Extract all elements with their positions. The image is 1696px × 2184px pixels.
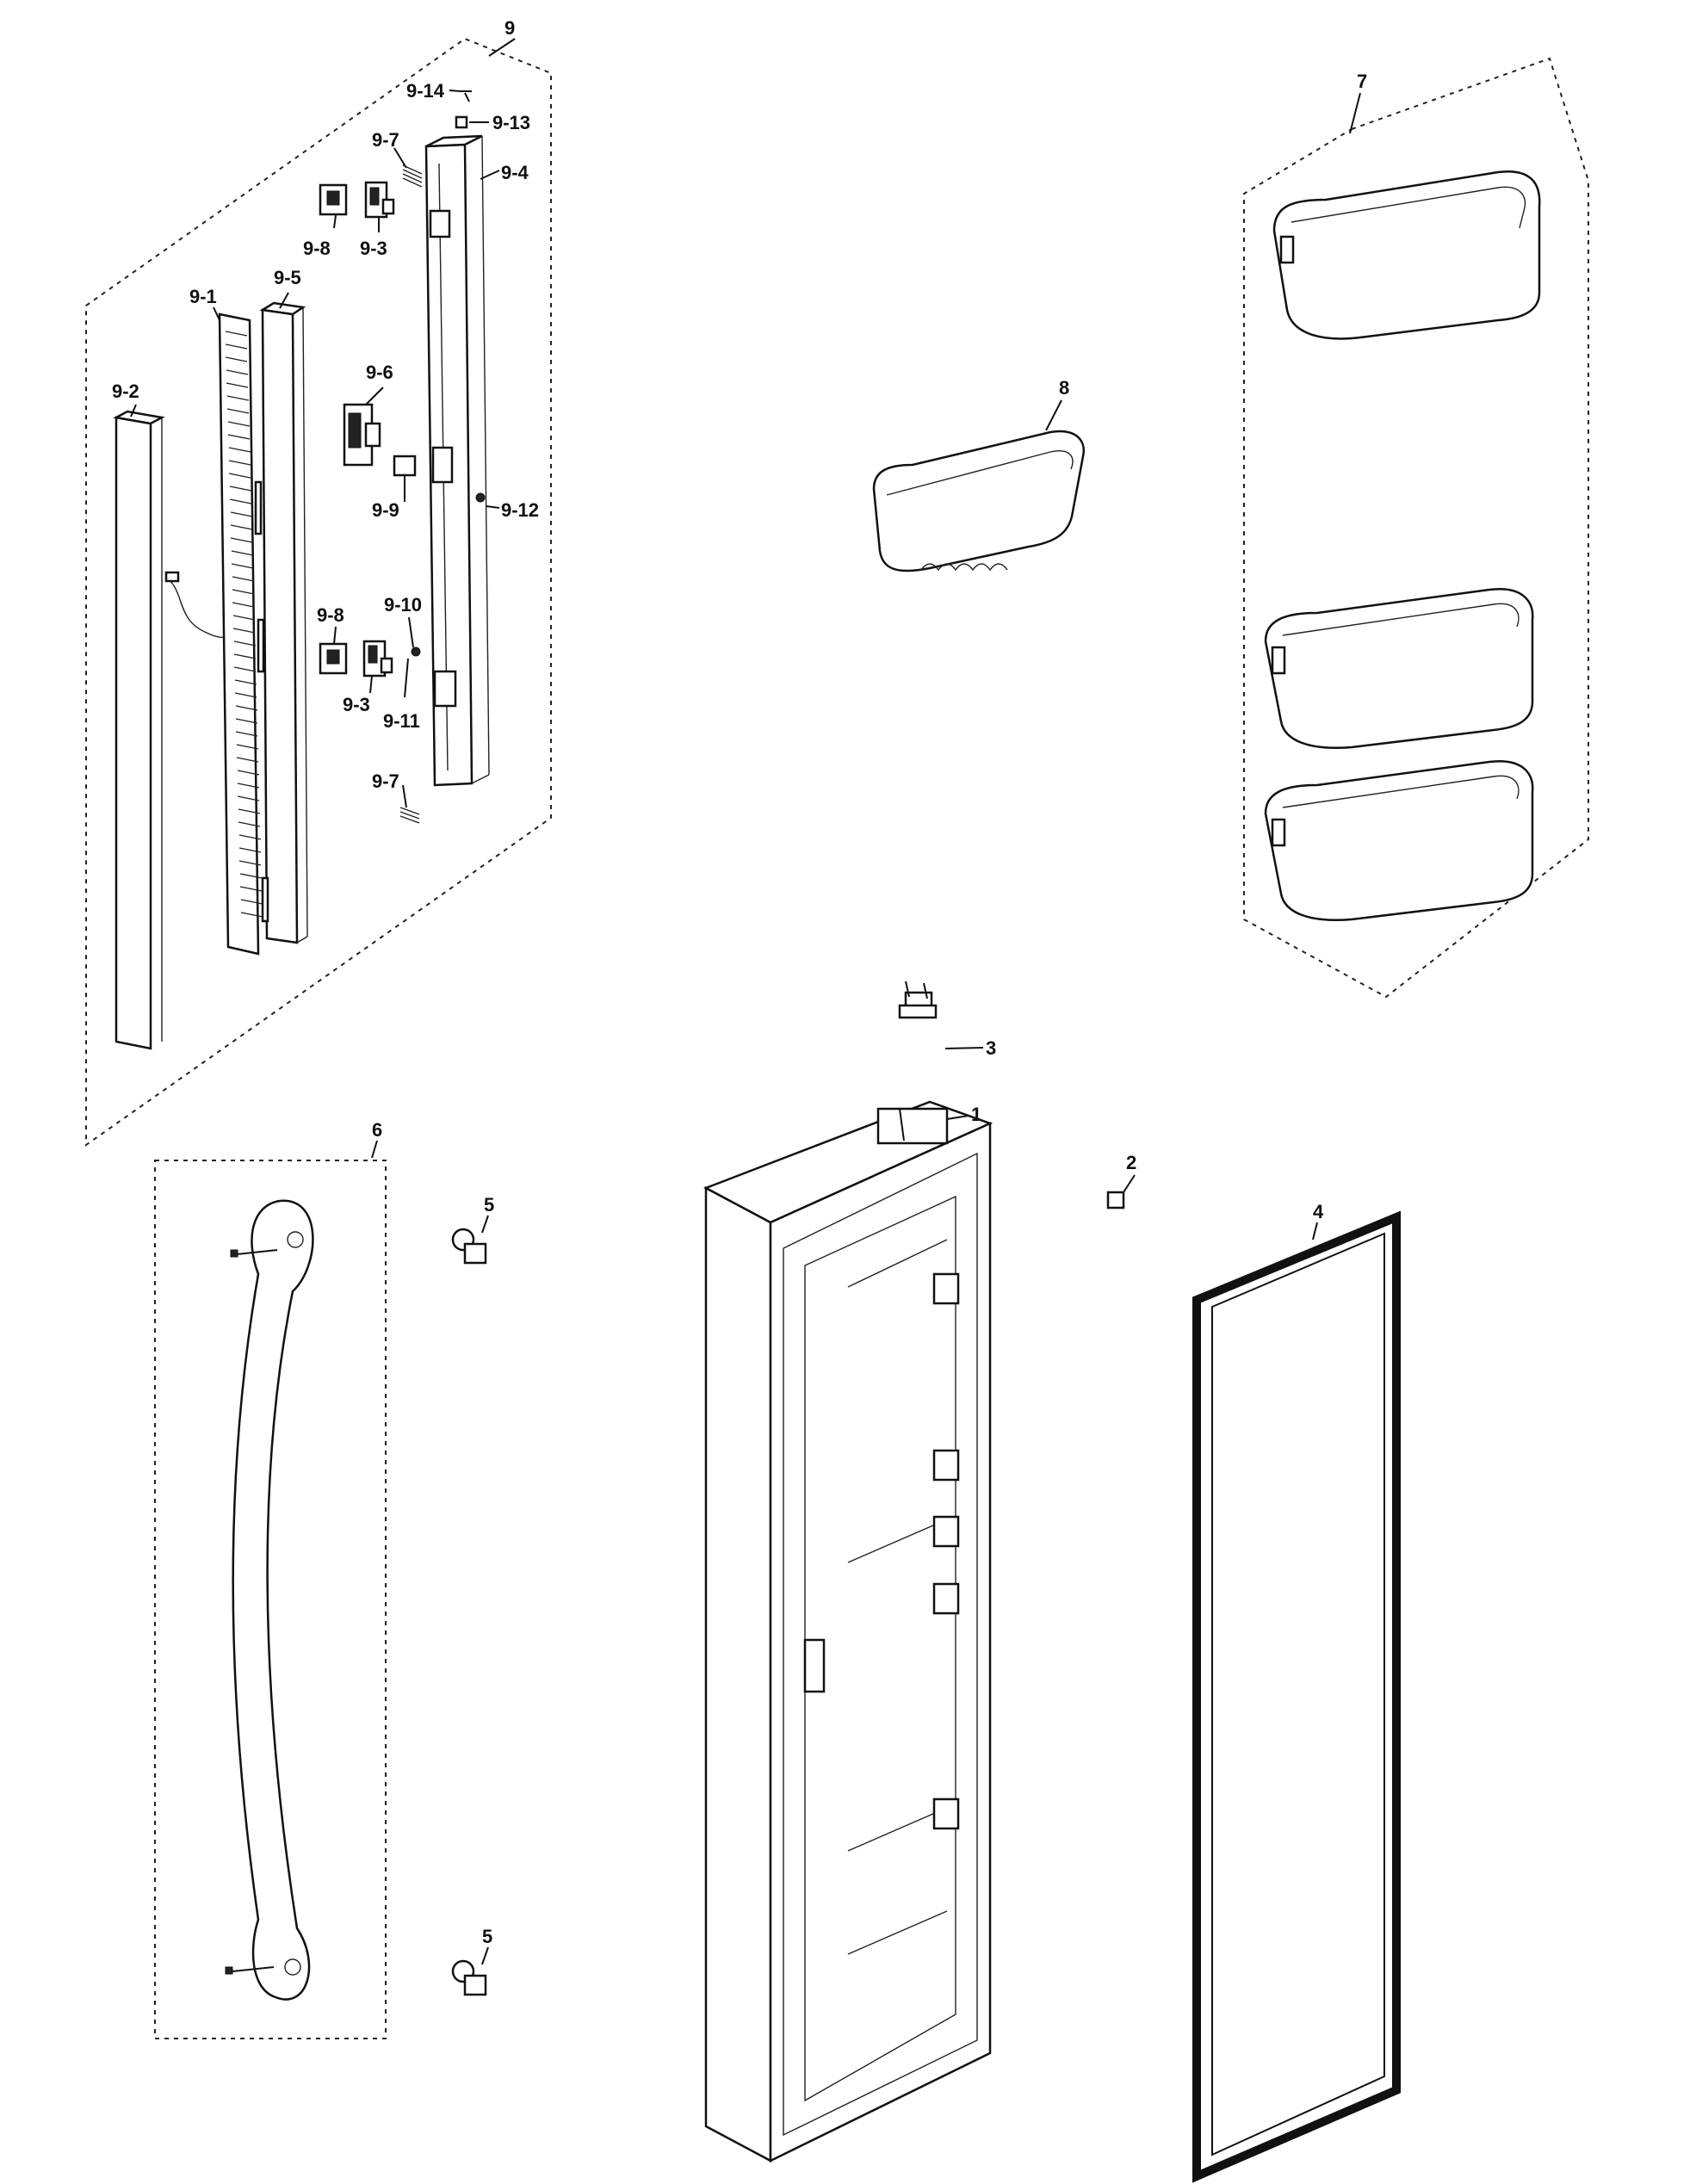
part-9-1-grille[interactable] <box>218 312 263 956</box>
part-9-6-bracket[interactable] <box>343 403 381 467</box>
part-9-11-pin[interactable] <box>404 658 409 698</box>
label-6: 6 <box>372 1119 382 1141</box>
label-9-11: 9-11 <box>383 710 420 732</box>
label-9-10: 9-10 <box>384 594 422 616</box>
part-3-top-bracket[interactable] <box>898 981 938 1019</box>
part-5-screw-top[interactable] <box>451 1228 487 1265</box>
label-9-9: 9-9 <box>372 499 399 521</box>
part-2-cap[interactable] <box>1106 1191 1125 1210</box>
label-9-8-top: 9-8 <box>303 238 331 259</box>
part-6-handle[interactable] <box>225 1199 314 2001</box>
assembly-6-boundary <box>154 1160 387 2039</box>
part-9-8-block-top[interactable] <box>319 183 348 216</box>
part-8-small-bin[interactable] <box>872 430 1085 572</box>
part-9-12-screw[interactable] <box>475 492 486 503</box>
label-2: 2 <box>1126 1152 1136 1173</box>
main-leaders <box>371 92 1361 1965</box>
label-9-3-bottom: 9-3 <box>343 694 370 715</box>
part-7-bin-middle[interactable] <box>1264 587 1534 749</box>
part-7-bin-top[interactable] <box>1272 170 1541 340</box>
label-9-7-bottom: 9-7 <box>372 770 399 792</box>
assembly-9-leaders <box>130 38 516 808</box>
label-9-12: 9-12 <box>501 499 539 521</box>
label-7: 7 <box>1357 71 1367 92</box>
label-9-7-top: 9-7 <box>372 129 399 151</box>
label-8: 8 <box>1059 377 1069 399</box>
part-7-bin-bottom[interactable] <box>1264 759 1534 921</box>
label-9-6: 9-6 <box>366 362 393 383</box>
part-9-3-hinge-top[interactable] <box>364 181 395 219</box>
label-9-13: 9-13 <box>492 112 530 133</box>
part-9-2-trim-strip[interactable] <box>113 410 165 1050</box>
label-9-1: 9-1 <box>189 286 217 307</box>
part-4-gasket[interactable] <box>1192 1210 1401 2183</box>
label-5-top: 5 <box>484 1194 494 1216</box>
part-9-3-hinge-bottom[interactable] <box>362 640 393 677</box>
label-9-14: 9-14 <box>406 80 445 102</box>
part-9-9-block[interactable] <box>393 455 417 477</box>
part-9-10-screw[interactable] <box>411 647 421 657</box>
part-9-14-screw[interactable] <box>461 90 472 102</box>
label-5-bottom: 5 <box>482 1926 492 1947</box>
part-9-13-clip[interactable] <box>455 115 468 129</box>
label-9-4: 9-4 <box>501 162 529 183</box>
part-9-7-spring-bottom[interactable] <box>399 807 420 824</box>
label-9-2: 9-2 <box>112 380 139 402</box>
part-1-door[interactable] <box>703 1100 993 2163</box>
assembly-9-boundary <box>85 37 552 1147</box>
label-9-8-bottom: 9-8 <box>317 604 344 626</box>
label-9-3-top: 9-3 <box>360 238 387 259</box>
part-9-2-connector <box>164 571 180 583</box>
assembly-7-boundary <box>1243 57 1589 999</box>
part-9-7-spring-top[interactable] <box>402 164 423 188</box>
label-1: 1 <box>971 1104 981 1125</box>
part-9-5-frame[interactable] <box>254 301 308 944</box>
part-5-screw-bottom[interactable] <box>451 1959 487 1996</box>
label-3: 3 <box>986 1037 996 1059</box>
part-9-8-block-bottom[interactable] <box>319 642 348 675</box>
label-9-5: 9-5 <box>274 267 301 288</box>
part-9-4-rail[interactable] <box>424 134 490 787</box>
label-4: 4 <box>1313 1201 1324 1222</box>
label-9: 9 <box>504 17 515 39</box>
